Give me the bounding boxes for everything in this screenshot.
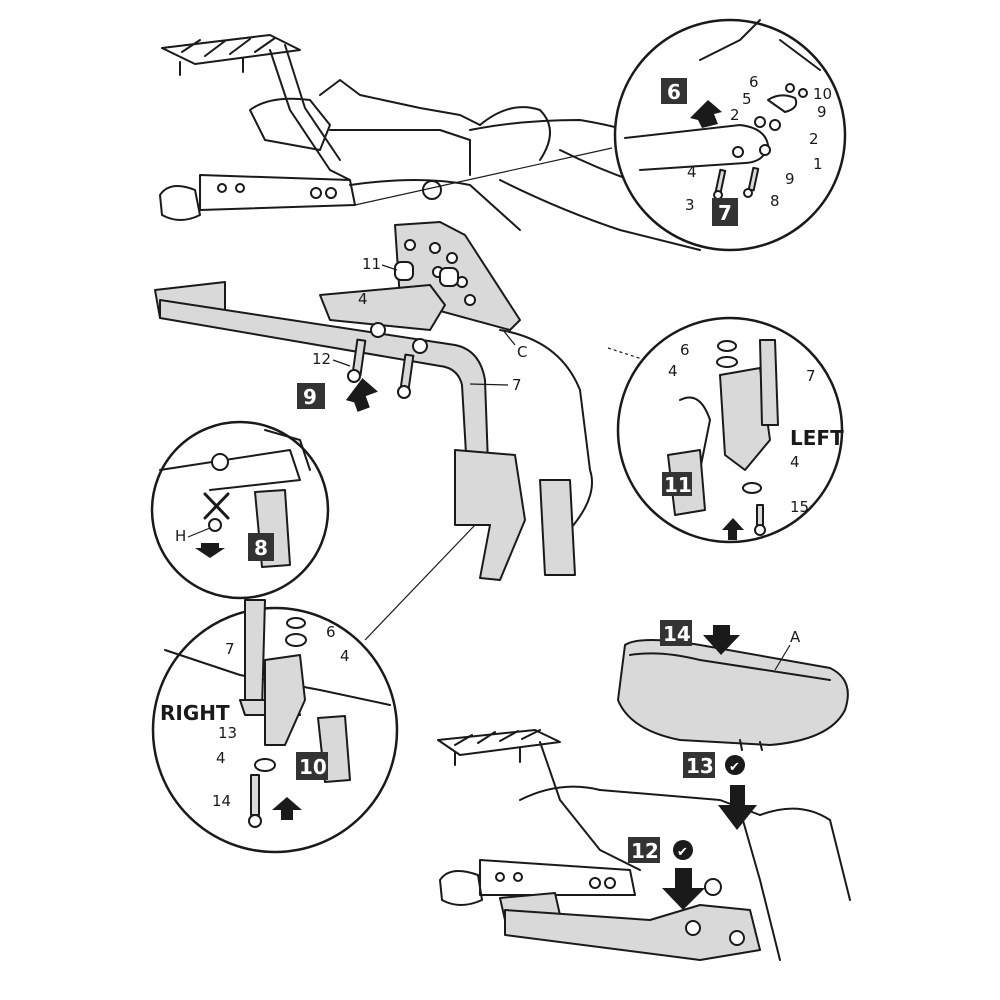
svg-text:✔: ✔ [729,760,740,775]
svg-text:10: 10 [299,755,327,779]
side-frame-7 [154,281,593,581]
spacer-11 [394,261,414,281]
down-arrow-icon [703,625,740,655]
bottom-view-motorcycle: 13 ✔ 12 ✔ [437,729,851,961]
svg-text:LEFT: LEFT [790,426,844,450]
detail-circle-right: 6 4 7 13 4 14 RIGHT 10 [151,599,399,854]
svg-text:H: H [175,527,186,545]
detail-circle-left: 6 4 7 4 15 LEFT 11 [607,316,844,544]
svg-text:8: 8 [770,192,780,210]
svg-text:RIGHT: RIGHT [160,701,230,725]
svg-text:C: C [517,343,527,361]
up-arrow-icon [272,797,302,820]
step-9-marker: 9 [297,378,378,412]
up-arrow-icon [690,100,722,128]
svg-text:14: 14 [663,622,691,646]
svg-text:1: 1 [813,155,823,173]
svg-text:4: 4 [216,749,226,767]
svg-text:✔: ✔ [677,845,688,860]
bolt-12 [347,369,361,383]
svg-text:2: 2 [730,106,740,124]
svg-text:14: 14 [212,792,231,810]
detail-circle-steps-6-7: 6 5 10 9 2 2 1 4 9 3 8 6 7 [613,18,847,252]
svg-text:9: 9 [817,103,827,121]
svg-text:7: 7 [512,376,522,394]
down-arrow-icon [662,868,705,910]
svg-text:6: 6 [326,623,336,641]
svg-text:8: 8 [254,536,268,560]
check-icon [673,840,693,860]
svg-text:15: 15 [790,498,809,516]
svg-text:4: 4 [358,290,368,308]
svg-text:3: 3 [685,196,695,214]
svg-text:7: 7 [225,640,235,658]
svg-text:9: 9 [303,385,317,409]
svg-text:12: 12 [631,839,659,863]
svg-text:13: 13 [218,724,237,742]
up-arrow-icon [345,378,378,412]
up-arrow-icon [722,518,744,540]
svg-text:7: 7 [718,201,732,225]
svg-text:4: 4 [790,453,800,471]
svg-text:10: 10 [813,85,832,103]
svg-text:A: A [790,628,801,646]
svg-text:2: 2 [809,130,819,148]
down-arrow-icon [718,785,757,830]
svg-text:4: 4 [668,362,678,380]
seat-a: A 14 [617,620,849,751]
bolt-h [208,518,222,532]
svg-text:9: 9 [785,170,795,188]
svg-text:6: 6 [667,80,681,104]
down-arrow-icon [195,543,225,558]
svg-text:6: 6 [749,73,759,91]
svg-text:4: 4 [340,647,350,665]
svg-text:4: 4 [687,163,697,181]
check-icon [725,755,745,775]
main-callouts: 11 4 12 C 7 [312,255,527,394]
svg-text:12: 12 [312,350,331,368]
svg-text:13: 13 [686,754,714,778]
detail-circle-step-8: H 8 [150,420,330,600]
svg-text:11: 11 [362,255,381,273]
svg-text:5: 5 [742,90,752,108]
svg-text:6: 6 [680,341,690,359]
svg-text:7: 7 [806,367,816,385]
svg-text:11: 11 [664,473,692,497]
